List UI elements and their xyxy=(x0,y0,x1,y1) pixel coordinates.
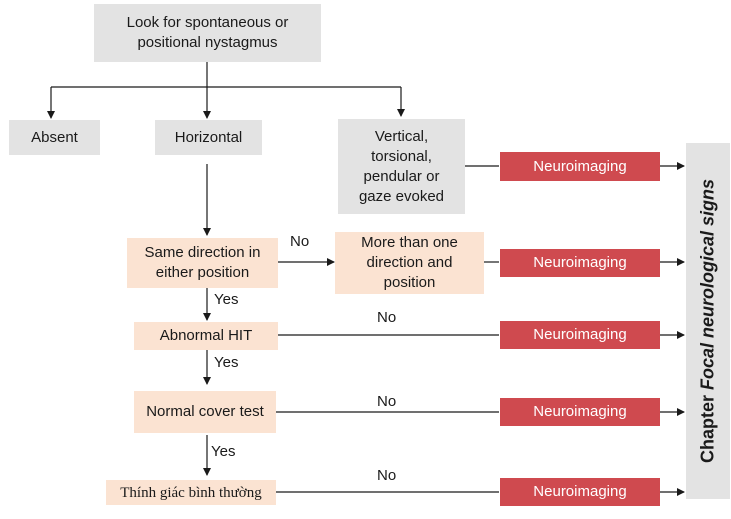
same-direction-node: Same direction in either position xyxy=(127,238,278,288)
neuroimaging-box-1: Neuroimaging xyxy=(500,152,660,181)
normal-cover-test-node: Normal cover test xyxy=(134,391,276,433)
neuroimaging-box-3: Neuroimaging xyxy=(500,321,660,349)
normal-cover-test-node-label: Normal cover test xyxy=(146,403,264,420)
abnormal-hit-node: Abnormal HIT xyxy=(134,322,278,350)
neuroimaging-label: Neuroimaging xyxy=(533,254,627,271)
chapter-name: Focal neurological signs xyxy=(697,178,718,391)
start-node: Look for spontaneous or positional nysta… xyxy=(94,4,321,62)
more-than-one-node-label: More than one direction and position xyxy=(361,234,458,291)
neuroimaging-label: Neuroimaging xyxy=(533,403,627,420)
neuroimaging-label: Neuroimaging xyxy=(533,157,627,175)
neuroimaging-box-2: Neuroimaging xyxy=(500,249,660,277)
chapter-title: Chapter Focal neurological signs xyxy=(698,179,719,463)
hearing-node-label: Thính giác bình thường xyxy=(120,484,262,501)
more-than-one-node: More than one direction and position xyxy=(335,232,484,294)
start-node-label: Look for spontaneous or positional nysta… xyxy=(126,14,289,51)
edge-label-no: No xyxy=(377,393,397,410)
absent-node: Absent xyxy=(9,120,100,155)
edge-label-no: No xyxy=(377,467,397,484)
chapter-side-panel: Chapter Focal neurological signs xyxy=(686,143,730,499)
edge-label-yes: Yes xyxy=(214,291,239,308)
neuroimaging-box-5: Neuroimaging xyxy=(500,478,660,506)
same-direction-node-label: Same direction in either position xyxy=(144,244,261,281)
edge-label-yes: Yes xyxy=(214,354,239,371)
horizontal-node: Horizontal xyxy=(155,120,262,155)
absent-node-label: Absent xyxy=(31,128,78,146)
edge-label-no: No xyxy=(377,309,397,326)
neuroimaging-label: Neuroimaging xyxy=(533,326,627,343)
abnormal-hit-node-label: Abnormal HIT xyxy=(159,327,253,344)
chapter-prefix: Chapter xyxy=(697,395,718,464)
edge-label-yes: Yes xyxy=(211,443,236,460)
horizontal-node-label: Horizontal xyxy=(174,128,243,146)
neuroimaging-box-4: Neuroimaging xyxy=(500,398,660,426)
neuroimaging-label: Neuroimaging xyxy=(533,483,627,500)
vertical-node-label: Vertical, torsional, pendular or gaze ev… xyxy=(358,127,445,205)
vertical-node: Vertical, torsional, pendular or gaze ev… xyxy=(338,119,465,214)
hearing-node: Thính giác bình thường xyxy=(106,480,276,505)
edge-label-no: No xyxy=(290,233,310,250)
